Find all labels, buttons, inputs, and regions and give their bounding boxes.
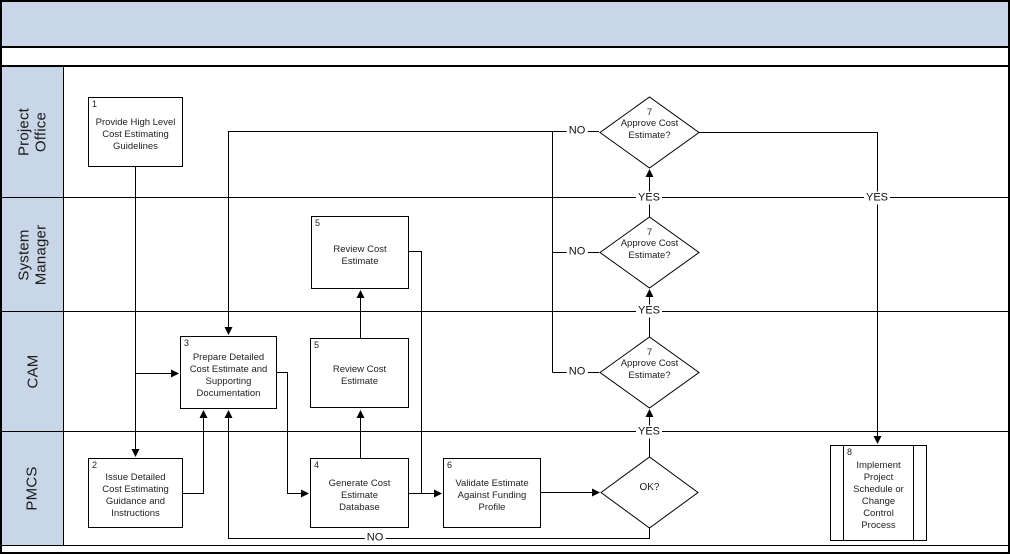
arrowhead	[199, 410, 208, 418]
lane-label-cell: Project Office	[2, 67, 64, 197]
step-number: 3	[184, 338, 190, 348]
arrowhead	[645, 409, 654, 417]
step-number: 2	[92, 460, 98, 470]
lane-pmcs: PMCS	[2, 432, 1008, 546]
step-number: 1	[92, 99, 98, 109]
process-box-2: 2 Issue Detailed Cost Estimating Guidanc…	[88, 458, 183, 528]
arrowhead	[873, 436, 882, 444]
step-number: 7	[646, 347, 653, 358]
edge-ok-no-to-3	[228, 418, 650, 539]
edge-label-no-cam: NO	[566, 365, 588, 379]
step-text: Approve Cost Estimate?	[620, 238, 679, 261]
edge-label-yes-cam-sm: YES	[635, 304, 663, 318]
double-border-line	[913, 446, 914, 540]
process-box-3: 3 Prepare Detailed Cost Estimate and Sup…	[180, 336, 277, 409]
decision-7-sm-label: 7 Approve Cost Estimate?	[604, 227, 695, 261]
step-number: 7	[646, 107, 653, 118]
decision-7-project-office	[599, 96, 700, 169]
step-text: Approve Cost Estimate?	[620, 358, 679, 381]
arrowhead	[131, 449, 140, 457]
arrowhead	[171, 369, 179, 378]
step-number: 5	[314, 340, 320, 350]
decision-7-po-label: 7 Approve Cost Estimate?	[604, 107, 695, 141]
lane-system-manager: System Manager	[2, 198, 1008, 312]
title-band	[2, 2, 1008, 48]
edge-label-yes-sm-po: YES	[635, 191, 663, 205]
edge-label-yes-ok-cam: YES	[635, 425, 663, 439]
arrowhead	[645, 289, 654, 297]
step-text: Implement Project Schedule or Change Con…	[853, 460, 904, 531]
step-number: 5	[315, 218, 321, 228]
step-text: Review Cost Estimate	[333, 243, 387, 267]
arrowhead	[434, 489, 442, 498]
step-text: Generate Cost Estimate Database	[328, 478, 391, 513]
decision-ok-label: OK?	[604, 481, 695, 494]
arrowhead	[301, 489, 309, 498]
arrowhead	[224, 410, 233, 418]
lane-label-cell: System Manager	[2, 198, 64, 311]
lane-label-cell: PMCS	[2, 432, 64, 545]
edge-label-no-ok: NO	[364, 531, 386, 545]
edge-7-no-to-3	[228, 131, 599, 327]
process-box-4: 4 Generate Cost Estimate Database	[310, 458, 409, 528]
step-number: 8	[847, 447, 853, 457]
lane-label-cell: CAM	[2, 312, 64, 431]
process-box-6: 6 Validate Estimate Against Funding Prof…	[443, 458, 541, 528]
decision-7-system-manager	[599, 216, 700, 289]
process-box-5-system-manager: 5 Review Cost Estimate	[311, 216, 409, 289]
edge-label-no-sm: NO	[566, 245, 588, 259]
decision-7-cam	[599, 336, 700, 409]
edge-label-no-po: NO	[566, 124, 588, 138]
edge-7po-yes-to-8	[698, 132, 878, 436]
decision-7-cam-label: 7 Approve Cost Estimate?	[604, 347, 695, 381]
step-text: Approve Cost Estimate?	[620, 118, 679, 141]
step-text: Review Cost Estimate	[332, 364, 387, 387]
arrowhead	[224, 327, 233, 335]
arrowhead	[356, 290, 365, 298]
step-number: 4	[314, 460, 320, 470]
double-border-line	[843, 446, 844, 540]
step-text: Issue Detailed Cost Estimating Guidance …	[102, 472, 169, 519]
step-number: 7	[646, 227, 653, 238]
step-text: Prepare Detailed Cost Estimate and Suppo…	[189, 351, 268, 399]
edge-2-to-3	[183, 418, 204, 494]
step-text: Provide High Level Cost Estimating Guide…	[95, 117, 176, 152]
edge-5sm-to-6	[409, 251, 422, 494]
lane-cam: CAM	[2, 312, 1008, 432]
decision-ok	[600, 456, 699, 529]
arrowhead	[645, 169, 654, 177]
step-text: OK?	[639, 482, 660, 493]
subtitle-band	[2, 48, 1008, 67]
arrowhead	[592, 488, 600, 497]
step-text: Validate Estimate Against Funding Profil…	[455, 478, 529, 513]
lane-project-office: Project Office	[2, 67, 1008, 198]
step-number: 6	[447, 460, 453, 470]
process-box-1: 1 Provide High Level Cost Estimating Gui…	[88, 97, 183, 167]
edge-label-yes-po-8: YES	[863, 191, 891, 205]
edge-3-to-4	[277, 372, 301, 494]
arrowhead	[356, 410, 365, 418]
process-box-5-cam: 5 Review Cost Estimate	[310, 338, 409, 408]
predefined-process-box-8: 8 Implement Project Schedule or Change C…	[830, 445, 927, 541]
